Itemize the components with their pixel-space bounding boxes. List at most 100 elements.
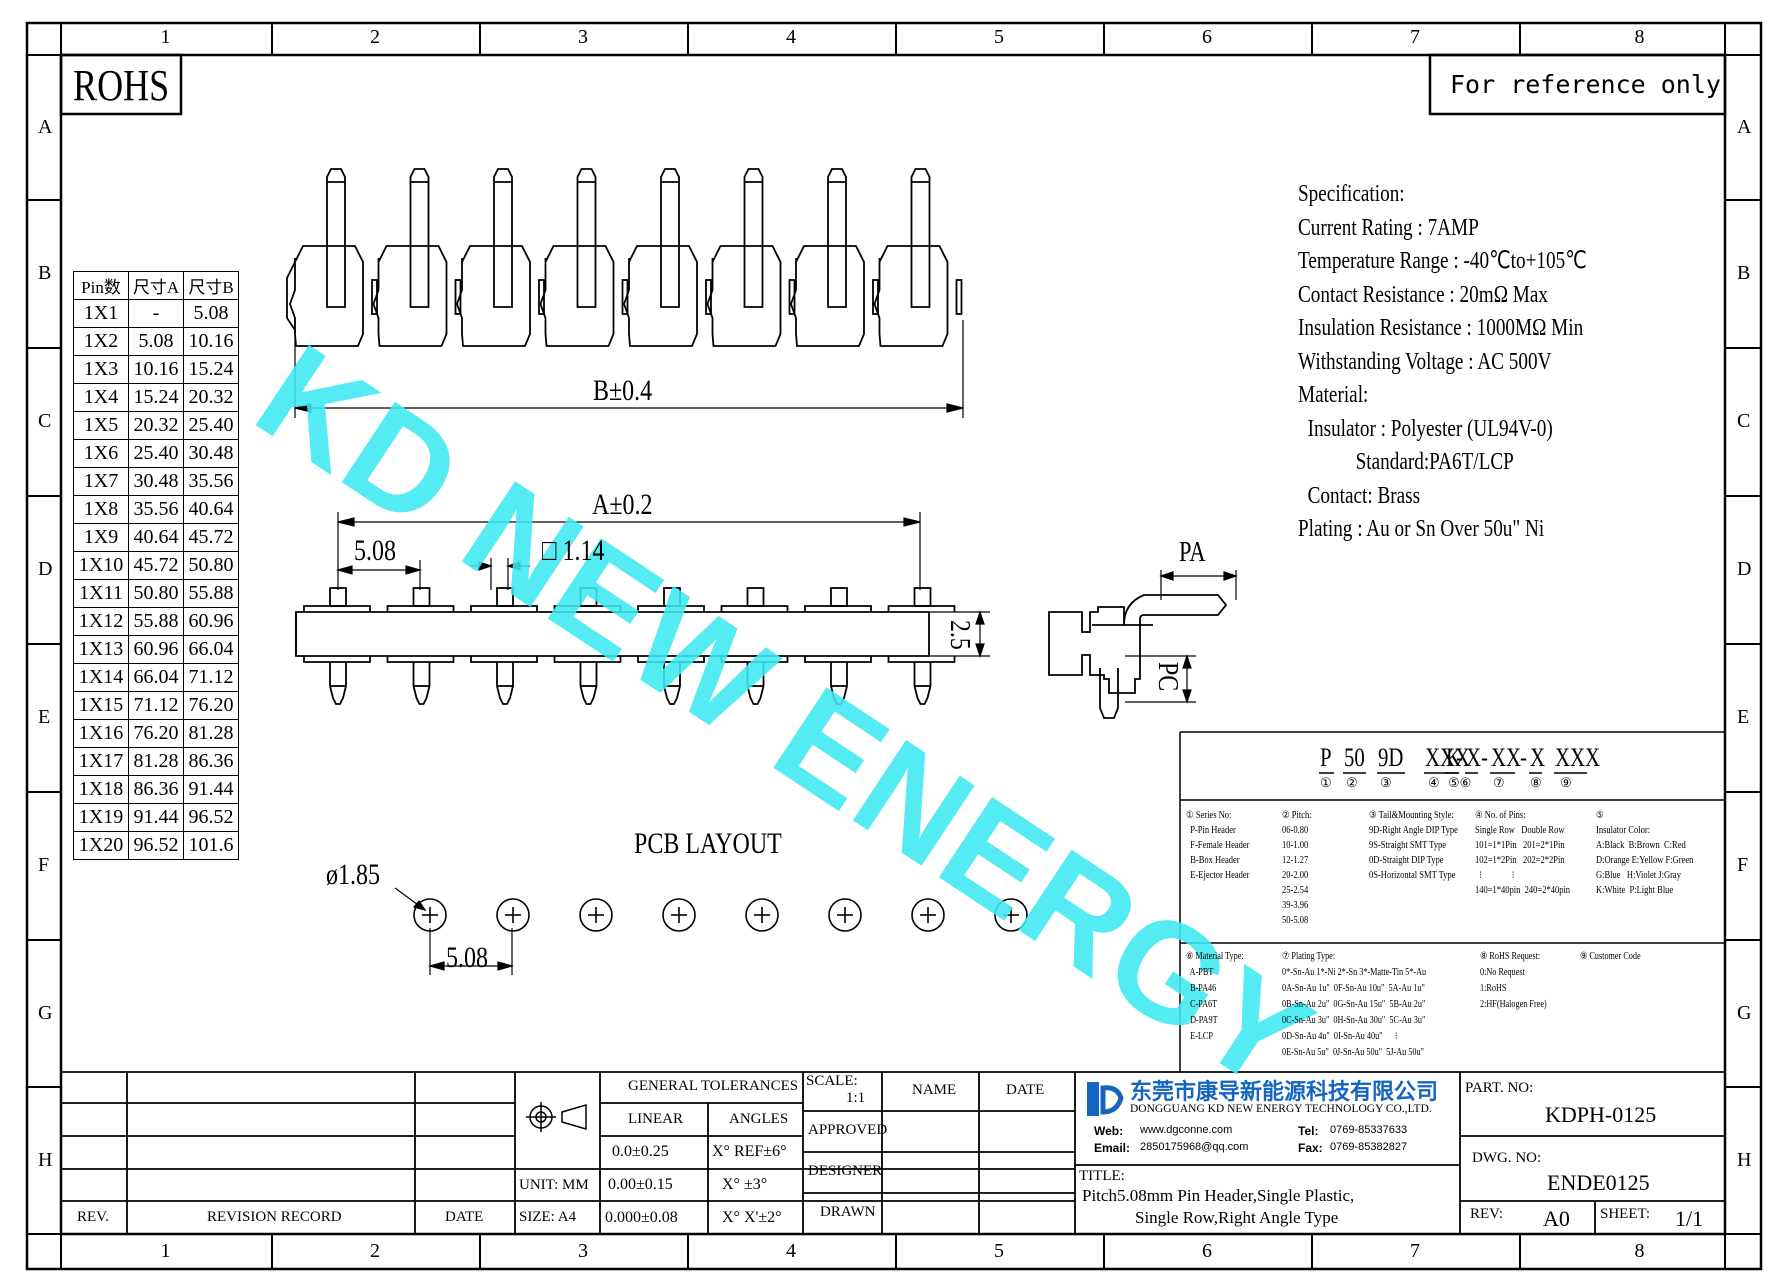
part-code-segment: 50	[1344, 743, 1365, 772]
email-value: 2850175968@qq.com	[1140, 1141, 1249, 1153]
legend-line: A:Black B:Brown C:Red	[1596, 840, 1686, 851]
zone-row-label: E	[1737, 706, 1750, 728]
table-cell: 55.88	[183, 579, 239, 608]
table-cell: 50.80	[128, 579, 184, 608]
zone-column-label: 2	[370, 26, 380, 48]
legend-line: A-PBT	[1186, 967, 1214, 978]
part-code-index: ③	[1380, 775, 1392, 790]
zone-row-label: D	[38, 558, 53, 580]
table-cell: 60.96	[183, 607, 239, 636]
date-header-2: DATE	[1006, 1082, 1045, 1098]
table-cell: 1X14	[73, 663, 129, 692]
legend-line: 140=1*40pin 240=2*40pin	[1475, 885, 1571, 896]
zone-row-label: C	[1737, 410, 1751, 432]
part-code-segment: P	[1320, 743, 1332, 772]
legend-line: E-Ejector Header	[1186, 870, 1250, 881]
size-label: SIZE: A4	[519, 1209, 577, 1225]
scale-value: 1:1	[846, 1090, 866, 1106]
legend-line: P-Pin Header	[1186, 825, 1236, 836]
legend-line: G:Blue H:Violet J:Gray	[1596, 870, 1681, 881]
pcb-layout-title: PCB LAYOUT	[634, 827, 782, 860]
table-cell: 45.72	[128, 551, 184, 580]
table-cell: 15.24	[128, 383, 184, 412]
spec-line: Temperature Range : -40℃to+105℃	[1298, 248, 1587, 274]
spec-line: Plating : Au or Sn Over 50u" Ni	[1298, 516, 1545, 542]
table-cell: 35.56	[183, 467, 239, 496]
zone-column-label: 7	[1410, 26, 1420, 48]
zone-column-label: 5	[994, 1240, 1004, 1262]
legend-line: D-PA9T	[1186, 1015, 1218, 1026]
dwg-no-label: DWG. NO:	[1472, 1150, 1542, 1166]
zone-column-label: 1	[160, 26, 171, 48]
zone-column-label: 5	[994, 26, 1004, 48]
legend-line: 12-1.27	[1282, 855, 1309, 866]
table-cell: 1X11	[73, 579, 129, 608]
projection-symbol-icon	[526, 1102, 587, 1132]
table-cell: 1X8	[73, 495, 129, 524]
legend-line: ⑥ Material Type:	[1186, 951, 1244, 962]
part-no-value: KDPH-0125	[1545, 1102, 1657, 1127]
rev-header: REV.	[77, 1209, 109, 1225]
table-cell: 50.80	[183, 551, 239, 580]
legend-line: ③ Tail&Mounting Style:	[1369, 810, 1454, 821]
table-cell: 10.16	[128, 355, 184, 384]
title-line-1: Pitch5.08mm Pin Header,Single Plastic,	[1082, 1186, 1355, 1205]
table-cell: 81.28	[183, 719, 239, 748]
part-code-segment: XXX	[1425, 743, 1471, 772]
table-cell: 55.88	[128, 607, 184, 636]
tolerance-linear-2: 0.00±0.15	[608, 1176, 673, 1193]
dwg-no-value: ENDE0125	[1547, 1170, 1650, 1195]
hole-diameter-label: ø1.85	[326, 858, 380, 891]
scale-label: SCALE:	[806, 1073, 858, 1089]
legend-line: 1:RoHS	[1480, 983, 1507, 994]
zone-row-label: H	[1737, 1148, 1752, 1171]
legend-line: ⑤	[1596, 810, 1604, 821]
table-cell: 1X4	[73, 383, 129, 412]
sheet-value: 1/1	[1675, 1206, 1704, 1231]
table-cell: 66.04	[128, 663, 184, 692]
table-cell: 1X3	[73, 355, 129, 384]
zone-row-label: G	[1737, 1001, 1752, 1024]
table-cell: 96.52	[128, 831, 184, 860]
tolerance-linear-3: 0.000±0.08	[605, 1209, 678, 1226]
sheet-label: SHEET:	[1600, 1206, 1651, 1222]
reference-note: For reference only	[1450, 70, 1721, 99]
part-code-segment: XX	[1491, 743, 1522, 772]
tolerance-angle-3: X° X'±2°	[722, 1209, 782, 1226]
table-cell: 15.24	[183, 355, 239, 384]
zone-row-label: E	[38, 706, 51, 728]
zone-column-label: 3	[578, 1240, 588, 1262]
legend-line: 50-5.08	[1282, 915, 1309, 926]
part-code-index: ⑦	[1493, 775, 1505, 790]
revision-record-header: REVISION RECORD	[207, 1209, 342, 1225]
zone-row-label: F	[1737, 854, 1749, 876]
part-code-index: ①	[1320, 775, 1332, 790]
legend-line: 9D-Right Angle DIP Type	[1369, 825, 1458, 836]
legend-line: Insulator Color:	[1596, 825, 1651, 836]
legend-line: K:White P:Light Blue	[1596, 885, 1674, 896]
zone-column-label: 3	[578, 26, 588, 48]
zone-column-label: 1	[160, 1240, 171, 1262]
table-cell: 91.44	[183, 775, 239, 804]
table-cell: 1X19	[73, 803, 129, 832]
zone-column-label: 8	[1634, 1240, 1645, 1262]
legend-line: ② Pitch:	[1282, 810, 1312, 821]
legend-line: 25-2.54	[1282, 885, 1309, 896]
table-cell: 25.40	[128, 439, 184, 468]
table-cell: 76.20	[128, 719, 184, 748]
table-cell: 25.40	[183, 411, 239, 440]
angles-header: ANGLES	[729, 1111, 789, 1127]
tolerance-angle-2: X° ±3°	[722, 1176, 768, 1193]
table-cell: 1X20	[73, 831, 129, 860]
dim-height-label: 2.5	[944, 620, 975, 650]
